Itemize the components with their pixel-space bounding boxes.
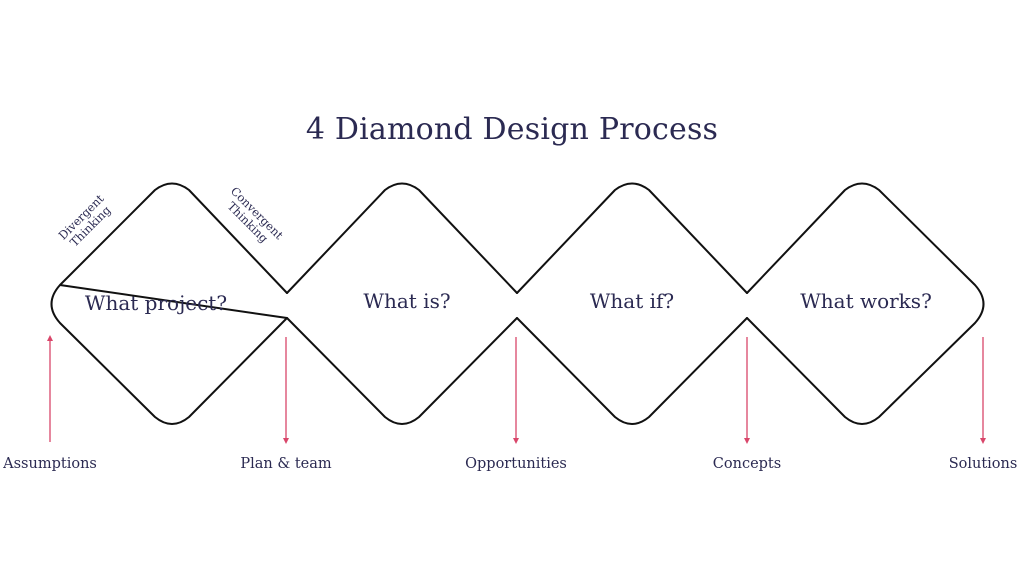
divergent-thinking-label: Divergent Thinking	[56, 191, 114, 249]
output-plan-team: Plan & team	[240, 456, 332, 472]
diamond-2-question: What is?	[363, 289, 450, 313]
diagram-title: 4 Diamond Design Process	[305, 112, 719, 147]
diamond-1-question: What project?	[85, 291, 227, 315]
diamond-2-outline	[286, 182, 518, 425]
diamond-3-outline	[516, 182, 748, 425]
output-concepts: Concepts	[712, 456, 782, 472]
diamond-4-question: What works?	[800, 289, 932, 313]
diamond-1-outline	[50, 182, 288, 425]
convergent-thinking-label: Convergent Thinking	[225, 184, 287, 246]
output-opportunities: Opportunities	[465, 456, 567, 472]
output-solutions: Solutions	[948, 456, 1018, 472]
output-assumptions: Assumptions	[3, 456, 97, 472]
diamond-4-outline	[746, 182, 985, 425]
diamond-3-question: What if?	[590, 289, 674, 313]
